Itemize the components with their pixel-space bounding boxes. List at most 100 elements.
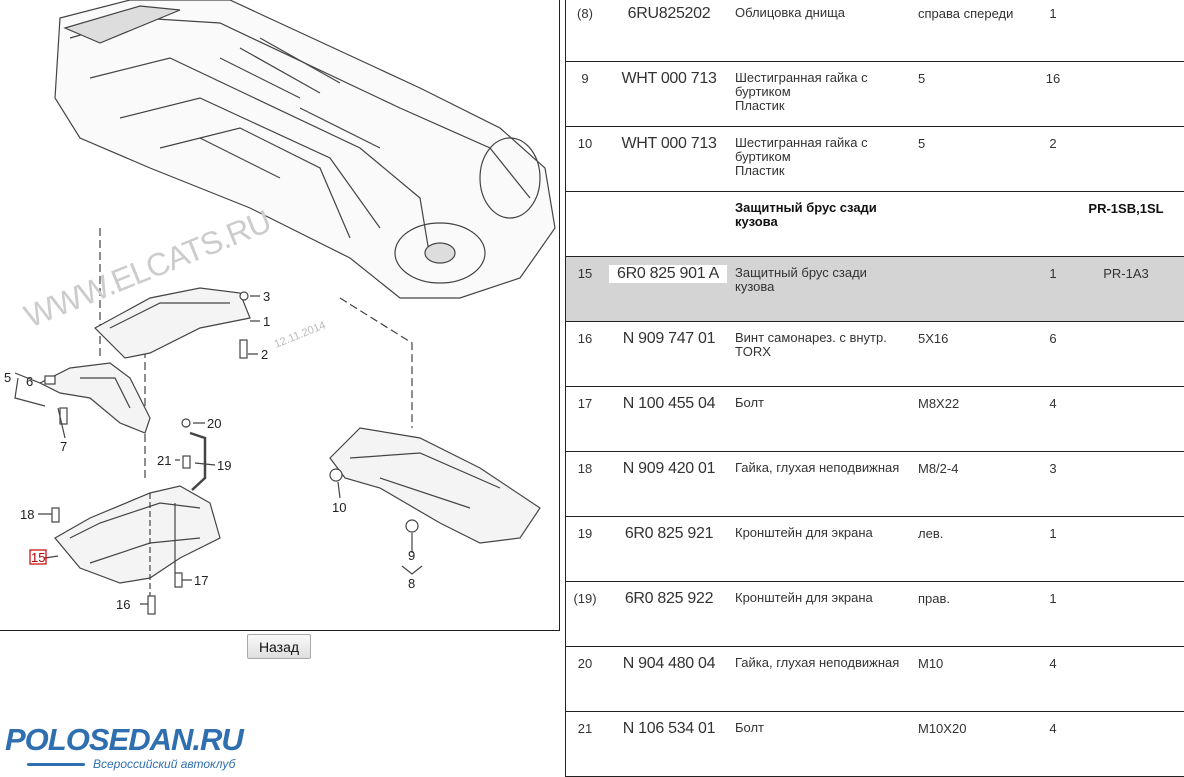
- callout-3: 3: [263, 289, 270, 304]
- position-number: (19): [573, 591, 597, 606]
- callout-15: 15: [31, 550, 45, 565]
- position-number: 19: [577, 526, 593, 541]
- callout-6: 6: [26, 374, 33, 389]
- description-line: Шестигранная гайка с: [735, 70, 868, 85]
- description-line: Болт: [735, 720, 765, 735]
- quantity: 1: [1049, 6, 1057, 21]
- position-number: (8): [577, 6, 593, 21]
- position-number: 17: [577, 396, 593, 411]
- description-line: Кронштейн для экрана: [735, 525, 873, 540]
- description-line: Защитный брус сзади: [735, 265, 867, 280]
- quantity: 4: [1049, 396, 1057, 411]
- position-number: 18: [577, 461, 593, 476]
- table-row[interactable]: 17 N 100 455 04 Болт M8X22 4: [566, 387, 1184, 452]
- callout-2: 2: [261, 347, 268, 362]
- part-number: WHT 000 713: [621, 70, 717, 87]
- description-line: буртиком: [735, 84, 791, 99]
- polosedan-logo[interactable]: POLOSEDAN.RU Всероссийский автоклуб: [5, 724, 265, 774]
- part-spec: 5X16: [918, 331, 949, 346]
- table-row[interactable]: (19) 6R0 825 922 Кронштейн для экрана прав.…: [566, 582, 1184, 647]
- callout-5: 5: [4, 370, 11, 385]
- part-number: N 904 480 04: [622, 655, 716, 672]
- table-row[interactable]: 16 N 909 747 01 Винт самонарез. с внутр.TO…: [566, 322, 1184, 387]
- position-number: 16: [577, 331, 593, 346]
- description-line: Винт самонарез. с внутр.: [735, 330, 887, 345]
- part-spec: справа спереди: [918, 6, 1014, 21]
- part-description: Гайка, глухая неподвижная: [735, 461, 915, 475]
- parts-table: (8) 6RU825202 Облицовка днища справа сперед…: [565, 0, 1184, 777]
- remark: PR-1SB,1SL: [1088, 201, 1164, 216]
- logo-text: POLOSEDAN.RU: [5, 722, 244, 757]
- description-line: Гайка, глухая неподвижная: [735, 460, 900, 475]
- logo-tagline: Всероссийский автоклуб: [93, 757, 236, 771]
- position-number: 21: [577, 721, 593, 736]
- description-line: Пластик: [735, 163, 785, 178]
- quantity: 1: [1049, 266, 1057, 281]
- table-row[interactable]: 21 N 106 534 01 Болт M10X20 4: [566, 712, 1184, 777]
- part-description: Кронштейн для экрана: [735, 591, 915, 605]
- table-row[interactable]: 20 N 904 480 04 Гайка, глухая неподвижная M…: [566, 647, 1184, 712]
- description-line: Облицовка днища: [735, 5, 846, 20]
- part-number: 6R0 825 922: [624, 590, 714, 607]
- part-number: WHT 000 713: [621, 135, 717, 152]
- callout-9: 9: [408, 548, 415, 563]
- description-line: Защитный брус сзади: [735, 200, 877, 215]
- description-line: TORX: [735, 344, 771, 359]
- table-row[interactable]: (8) 6RU825202 Облицовка днища справа сперед…: [566, 0, 1184, 62]
- description-line: Пластик: [735, 98, 785, 113]
- callout-17: 17: [194, 573, 208, 588]
- quantity: 3: [1049, 461, 1057, 476]
- quantity: 2: [1049, 136, 1057, 151]
- part-number: N 106 534 01: [622, 720, 716, 737]
- callout-20: 20: [207, 416, 221, 431]
- callout-19: 19: [217, 458, 231, 473]
- position-number: 15: [577, 266, 593, 281]
- part-description: Облицовка днища: [735, 6, 915, 20]
- position-number: 10: [577, 136, 593, 151]
- part-spec: 5: [918, 71, 926, 86]
- part-spec: M8/2-4: [918, 461, 959, 476]
- quantity: 16: [1045, 71, 1061, 86]
- callout-7: 7: [60, 439, 67, 454]
- part-number: 6R0 825 901 A: [609, 265, 727, 283]
- description-line: Кронштейн для экрана: [735, 590, 873, 605]
- part-number: N 100 455 04: [622, 395, 716, 412]
- part-spec: M10: [918, 656, 944, 671]
- position-number: 9: [581, 71, 589, 86]
- part-description: Гайка, глухая неподвижная: [735, 656, 915, 670]
- position-number: 20: [577, 656, 593, 671]
- table-row[interactable]: 18 N 909 420 01 Гайка, глухая неподвижная M…: [566, 452, 1184, 517]
- callout-21: 21: [157, 453, 171, 468]
- car-underbody-drawing: [54, 0, 556, 299]
- part-spec: лев.: [918, 526, 944, 541]
- part-spec: прав.: [918, 591, 951, 606]
- description-line: Шестигранная гайка с: [735, 135, 868, 150]
- description-line: Болт: [735, 395, 765, 410]
- part-number: N 909 747 01: [622, 330, 716, 347]
- description-line: Гайка, глухая неподвижная: [735, 655, 900, 670]
- quantity: 1: [1049, 591, 1057, 606]
- quantity: 4: [1049, 721, 1057, 736]
- callout-16: 16: [116, 597, 130, 612]
- part-number: N 909 420 01: [622, 460, 716, 477]
- part-description: Болт: [735, 721, 915, 735]
- quantity: 1: [1049, 526, 1057, 541]
- back-button[interactable]: Назад: [247, 634, 311, 659]
- callout-18: 18: [20, 507, 34, 522]
- logo-swoosh: [27, 763, 85, 766]
- part-spec: M10X20: [918, 721, 967, 736]
- quantity: 6: [1049, 331, 1057, 346]
- part-number: 6RU825202: [627, 5, 711, 22]
- part-description: Болт: [735, 396, 915, 410]
- description-line: кузова: [735, 214, 778, 229]
- part-spec: M8X22: [918, 396, 960, 411]
